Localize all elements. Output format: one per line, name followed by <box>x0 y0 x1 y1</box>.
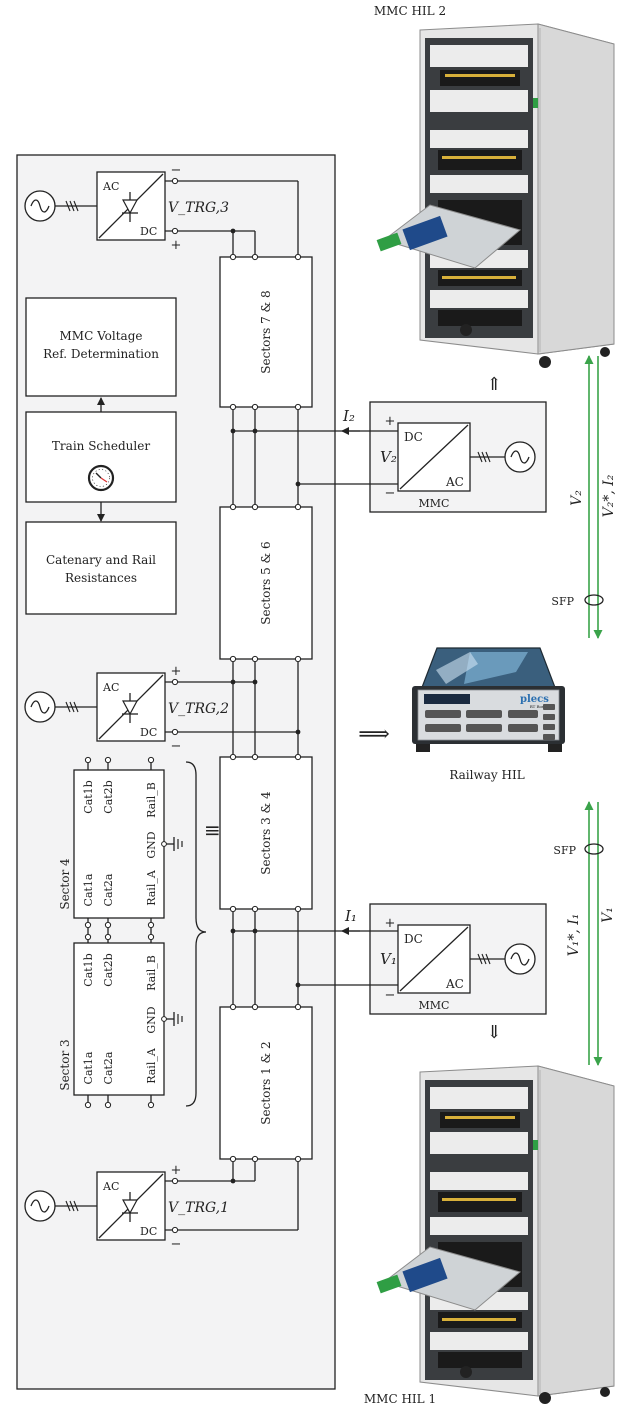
train-scheduler-block: Train Scheduler <box>26 412 176 502</box>
sector-block-1-2: Sectors 1 & 2 <box>220 1007 312 1159</box>
vtrg2-label: V_TRG,2 <box>168 701 229 717</box>
ac-source-icon <box>25 191 55 221</box>
clock-icon <box>89 466 113 490</box>
mmc-hil-1-cabinet <box>377 1066 614 1404</box>
terminal-rail-b: Rail_B <box>145 782 158 818</box>
ac-label: AC <box>102 1180 119 1193</box>
railway-hil-title: Railway HIL <box>449 768 524 782</box>
sector-3-label: Sector 3 <box>58 1039 72 1090</box>
mmc1-dc-label: DC <box>404 932 423 946</box>
sector-block-3-4: Sectors 3 & 4 <box>220 757 312 909</box>
mmc2-ac-label: AC <box>445 475 464 489</box>
sfp-label-upper: SFP <box>551 595 574 608</box>
terminal-rail-a: Rail_A <box>145 1047 158 1084</box>
terminal-rail-b: Rail_B <box>145 955 158 991</box>
plus-sign: + <box>171 1163 182 1178</box>
equivalence-symbol: ≡ <box>204 818 221 842</box>
mmc1-minus: − <box>385 988 396 1003</box>
dc-label: DC <box>140 225 157 238</box>
arrow-down-to-hil1: ⇓ <box>486 1022 501 1043</box>
plus-sign: + <box>171 664 182 679</box>
dc-label: DC <box>140 726 157 739</box>
sector-4-label: Sector 4 <box>58 858 72 910</box>
sfp-link-upper: SFP V₂ V₂*, I₂ <box>551 356 617 638</box>
minus-sign: − <box>171 739 182 754</box>
catenary-block: Catenary and Rail Resistances <box>26 522 176 614</box>
terminal-cat1a: Cat1a <box>82 1051 95 1084</box>
mmc1-ac-label: AC <box>445 977 464 991</box>
sfp-label-lower: SFP <box>553 844 576 857</box>
sector-7-8-label: Sectors 7 & 8 <box>259 290 273 373</box>
terminal-cat2a: Cat2a <box>102 873 115 906</box>
minus-sign: − <box>171 1237 182 1252</box>
sfp-link-lower: SFP V₁*, I₁ V₁ <box>553 802 616 1065</box>
arrow-right-to-railway: ⟹ <box>358 722 390 747</box>
signal-v2ref-i2: V₂*, I₂ <box>601 474 617 517</box>
terminal-cat2b: Cat2b <box>102 780 115 813</box>
terminal-cat1b: Cat1b <box>82 780 95 813</box>
ac-source-icon <box>505 944 535 974</box>
sector-1-2-label: Sectors 1 & 2 <box>259 1041 273 1124</box>
ac-source-icon <box>25 1191 55 1221</box>
mmc1-v-label: V₁ <box>380 950 397 968</box>
sector-3-4-label: Sectors 3 & 4 <box>259 791 273 875</box>
hil2-title: MMC HIL 2 <box>374 4 446 18</box>
mmc1-label: MMC <box>419 999 450 1012</box>
sector-block-7-8: Sectors 7 & 8 <box>220 257 312 407</box>
catenary-line1: Catenary and Rail <box>46 553 156 567</box>
dc-label: DC <box>140 1225 157 1238</box>
terminal-cat1b: Cat1b <box>82 953 95 986</box>
terminal-cat1a: Cat1a <box>82 873 95 906</box>
ac-label: AC <box>102 180 119 193</box>
mmc-hil-2-cabinet <box>377 24 614 368</box>
minus-sign: − <box>171 163 182 178</box>
vtrg3-label: V_TRG,3 <box>168 200 229 216</box>
terminal-rail-a: Rail_A <box>145 869 158 906</box>
terminal-gnd: GND <box>145 831 158 858</box>
plus-sign: + <box>171 238 182 253</box>
mmc2-dc-label: DC <box>404 430 423 444</box>
mmc1-i-label: I₁ <box>344 907 357 925</box>
mmc2-i-label: I₂ <box>342 407 355 425</box>
arrow-up-to-hil2: ⇑ <box>486 374 501 395</box>
signal-v1ref-i1: V₁*, I₁ <box>566 914 582 957</box>
ac-source-icon <box>505 442 535 472</box>
terminal-gnd: GND <box>145 1006 158 1033</box>
mmc2-plus: + <box>385 414 396 429</box>
vtrg1-label: V_TRG,1 <box>168 1200 229 1216</box>
ac-source-icon <box>25 692 55 722</box>
mmc-ref-line1: MMC Voltage <box>60 329 143 343</box>
mmc1-plus: + <box>385 916 396 931</box>
terminal-cat2a: Cat2a <box>102 1051 115 1084</box>
mmc-ref-block: MMC Voltage Ref. Determination <box>26 298 176 396</box>
mmc-ref-line2: Ref. Determination <box>43 347 159 361</box>
sector-block-5-6: Sectors 5 & 6 <box>220 507 312 659</box>
hil1-title: MMC HIL 1 <box>364 1392 436 1406</box>
ac-label: AC <box>102 681 119 694</box>
sector-5-6-label: Sectors 5 & 6 <box>259 541 273 624</box>
railway-hil-device: plecs RT Box 2 <box>412 648 565 752</box>
signal-v1: V₁ <box>600 907 616 923</box>
mmc2-v-label: V₂ <box>380 448 397 466</box>
signal-v2: V₂ <box>569 490 585 506</box>
mmc2-minus: − <box>385 486 396 501</box>
scheduler-label: Train Scheduler <box>52 439 150 453</box>
catenary-line2: Resistances <box>65 571 137 585</box>
mmc2-label: MMC <box>419 497 450 510</box>
terminal-cat2b: Cat2b <box>102 953 115 986</box>
